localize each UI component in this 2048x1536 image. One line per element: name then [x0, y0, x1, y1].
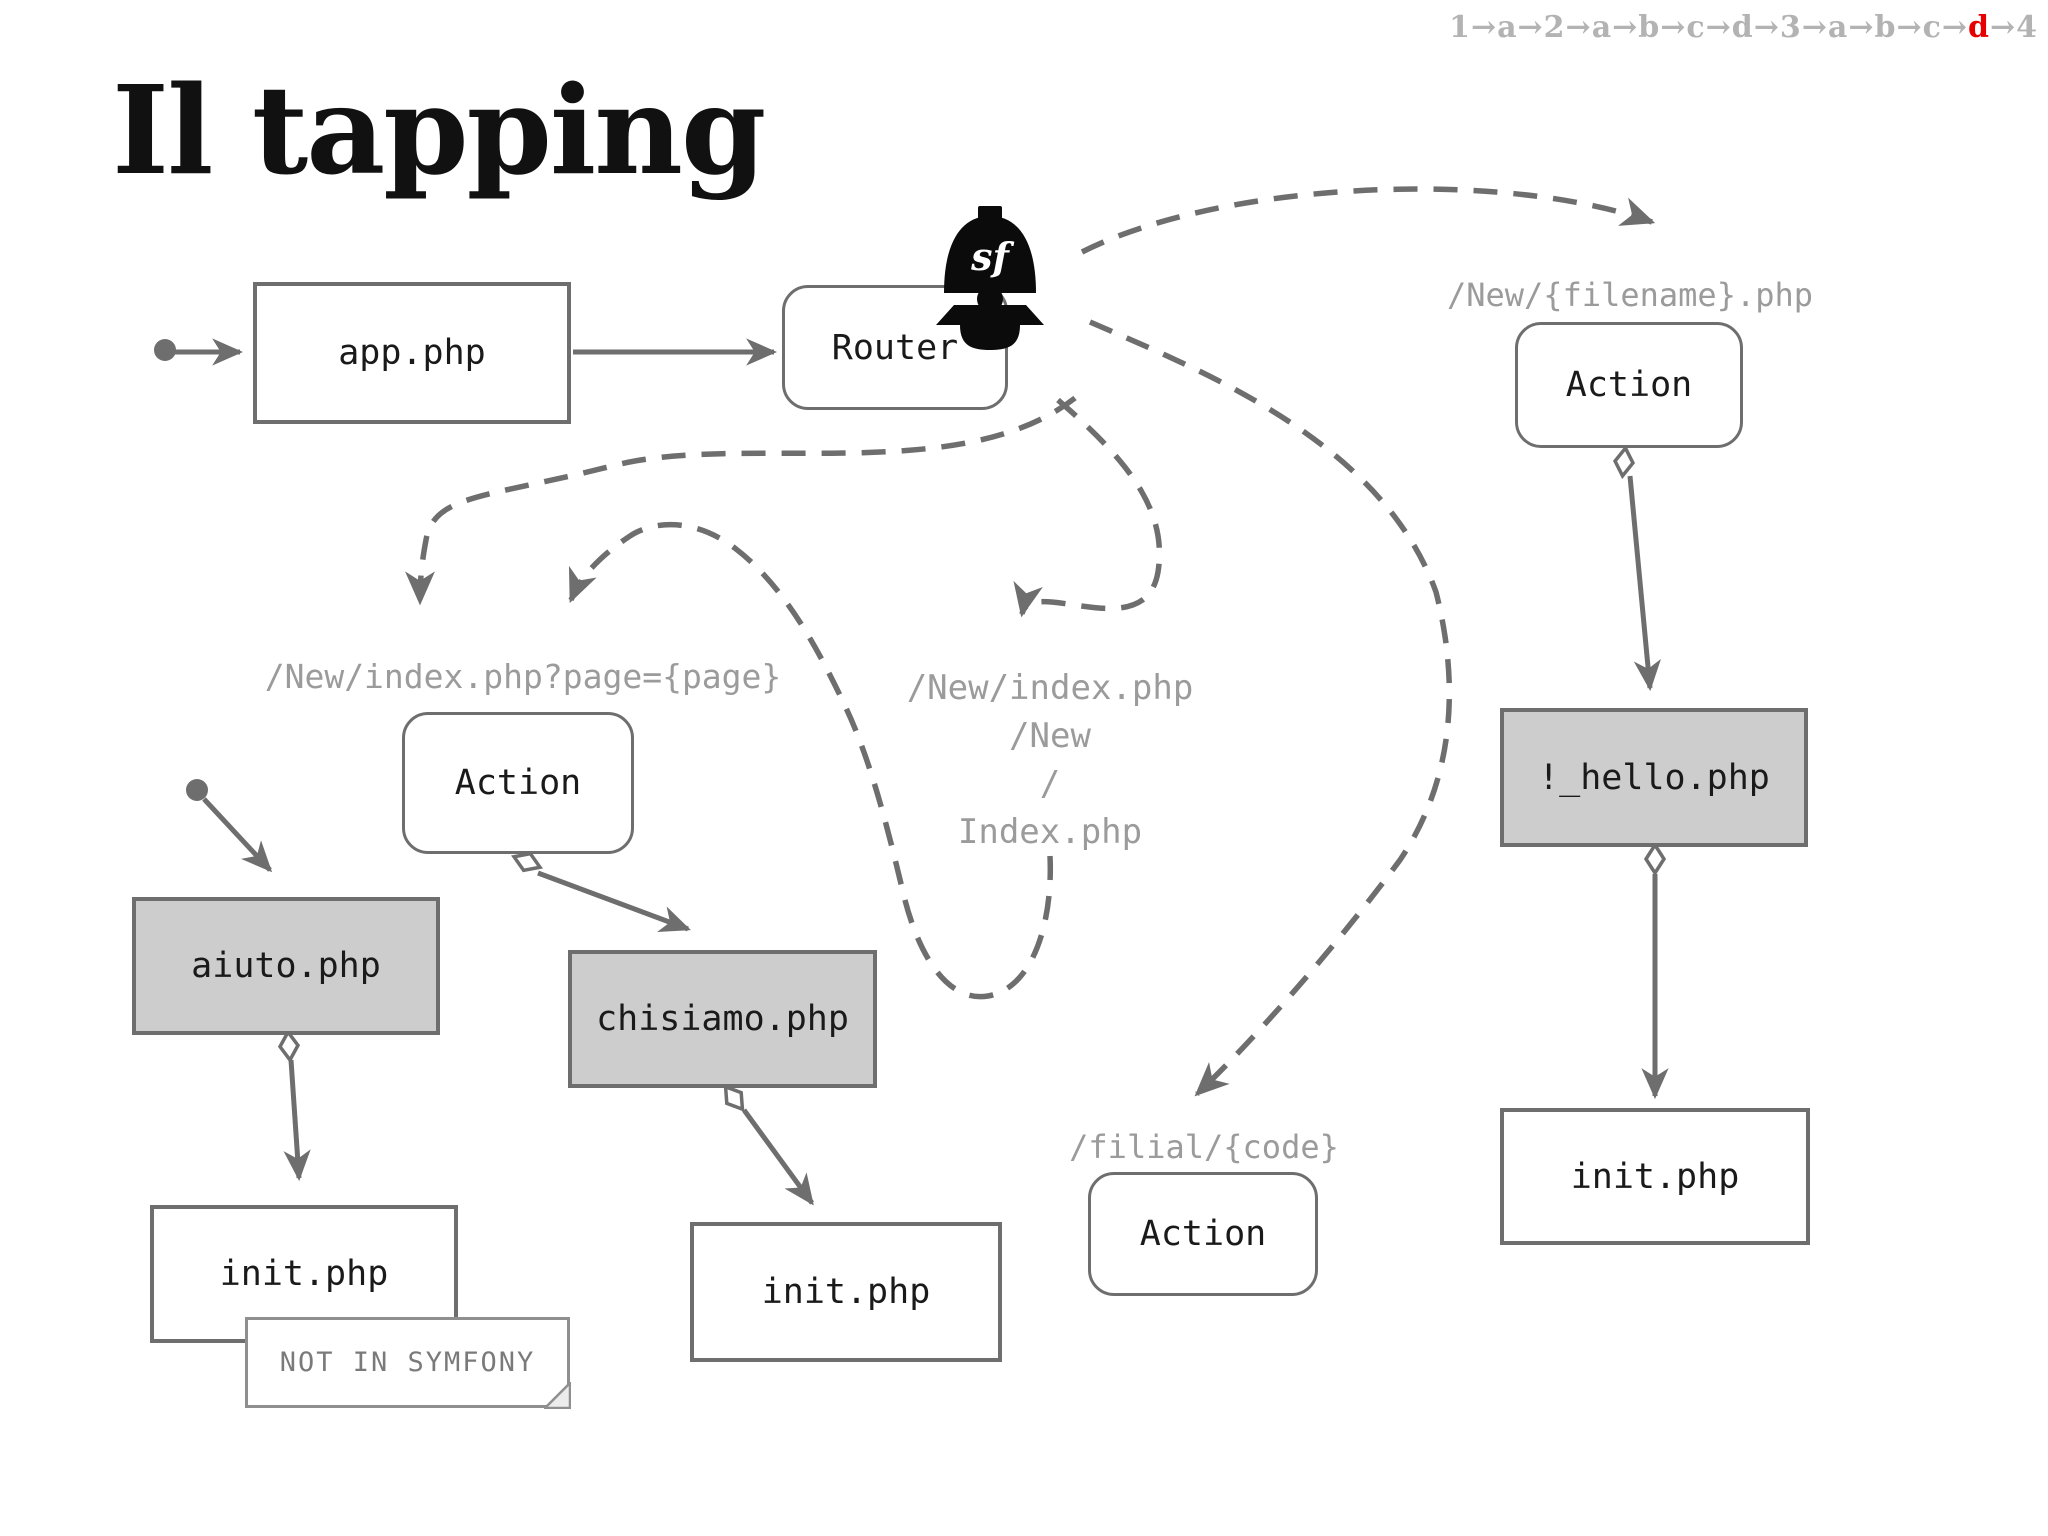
breadcrumb-sequence: 1→a→2→a→b→c→d→3→a→b→c→d→4	[1449, 10, 2038, 45]
page-title: Il tapping	[112, 58, 766, 202]
aggregation-diamond	[1612, 444, 1636, 480]
sequence-highlight: d	[1968, 10, 1990, 45]
node-init-php-right: init.php	[1500, 1108, 1810, 1245]
edge-actionpage-to-chisiamo	[537, 870, 691, 933]
start-node-dot	[154, 339, 176, 361]
aggregation-diamond	[723, 1084, 745, 1112]
route-label-page: /New/index.php?page={page}	[264, 657, 782, 696]
node-init-php-mid: init.php	[690, 1222, 1002, 1362]
route-label-filial: /filial/{code}	[1069, 1128, 1339, 1166]
symfony-sf-text: sf	[970, 234, 1014, 279]
aggregation-diamond	[1643, 841, 1667, 877]
node-router: Router	[782, 285, 1008, 410]
route-to-filial	[1088, 319, 1452, 1097]
route-label-filename: /New/{filename}.php	[1446, 276, 1814, 314]
node-chisiamo-php: chisiamo.php	[568, 950, 877, 1088]
edge-chisiamo-to-init	[741, 1108, 815, 1206]
sequence-prefix: 1→a→2→a→b→c→d→3→a→b→c→	[1449, 10, 1968, 45]
alias-line: /New/index.php	[906, 668, 1194, 708]
alias-line: Index.php	[957, 812, 1143, 852]
route-to-index	[1013, 397, 1163, 618]
route-to-page	[404, 395, 1077, 606]
start-node-dot	[186, 779, 208, 801]
alias-line: /	[1039, 764, 1061, 804]
node-aiuto-php: aiuto.php	[132, 897, 440, 1035]
alias-line: /New	[1009, 716, 1091, 756]
symfony-helmet-icon: sf	[936, 206, 1044, 350]
node-app-php: app.php	[253, 282, 571, 424]
node-action-page: Action	[402, 712, 634, 854]
route-index-to-page-squiggle	[568, 521, 1054, 1000]
not-in-symfony-note: NOT IN SYMFONY	[245, 1317, 570, 1408]
edge-start-to-aiuto	[202, 797, 273, 873]
node-action-filial: Action	[1088, 1172, 1318, 1296]
edge-aiuto-to-init	[283, 1059, 311, 1182]
note-dogear-icon	[544, 1382, 571, 1409]
aggregation-diamond	[511, 851, 543, 873]
sequence-suffix: →4	[1989, 10, 2038, 45]
index-alias-text: /New/index.php /New / Index.php	[907, 664, 1194, 856]
edge-actionfilename-to-hello	[1627, 475, 1661, 692]
aggregation-diamond	[277, 1028, 301, 1064]
node-hello-php: !_hello.php	[1500, 708, 1808, 847]
node-action-filename: Action	[1515, 322, 1743, 448]
route-to-filename	[1080, 186, 1656, 255]
